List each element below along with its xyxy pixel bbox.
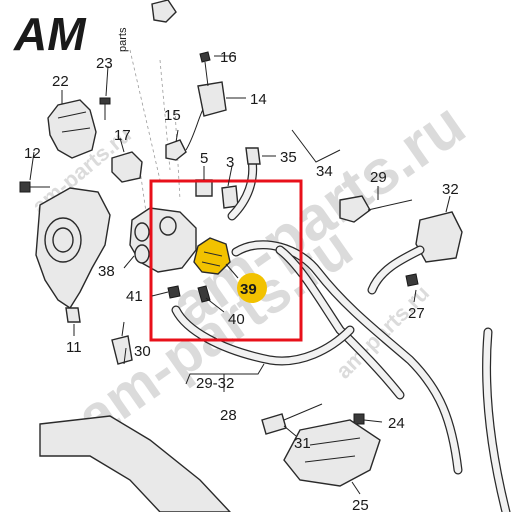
part-31-tie bbox=[261, 413, 287, 435]
part-24-nut bbox=[353, 413, 365, 425]
part-38-terminal-b bbox=[134, 244, 150, 264]
leader-lines bbox=[29, 55, 451, 495]
callout-23: 23 bbox=[96, 55, 113, 72]
callout-14: 14 bbox=[250, 91, 267, 108]
callout-39: 39 bbox=[240, 281, 257, 298]
part-17-clip bbox=[111, 151, 143, 183]
part-3-bracket bbox=[221, 185, 239, 209]
callout-30: 30 bbox=[134, 343, 151, 360]
callout-17: 17 bbox=[114, 127, 131, 144]
callout-22: 22 bbox=[52, 73, 69, 90]
part-22-detail bbox=[57, 111, 91, 133]
part-11-tab bbox=[65, 307, 81, 323]
callout-29: 29 bbox=[370, 169, 387, 186]
callout-29-32: 29-32 bbox=[196, 375, 234, 392]
part-38-terminal-a bbox=[134, 222, 150, 242]
bracket-29-32 bbox=[185, 363, 265, 392]
part-top-stud bbox=[151, 0, 177, 23]
part-29-strap bbox=[367, 199, 413, 211]
callout-16: 16 bbox=[220, 49, 237, 66]
part-31-strap bbox=[283, 403, 323, 421]
part-32-box bbox=[415, 211, 463, 263]
part-25-detail bbox=[304, 437, 361, 463]
callout-38: 38 bbox=[98, 263, 115, 280]
callout-3: 3 bbox=[226, 154, 234, 171]
part-12-bolt bbox=[19, 181, 31, 193]
callout-27: 27 bbox=[408, 305, 425, 322]
part-16-nut bbox=[199, 51, 211, 63]
part-16-stud bbox=[204, 61, 209, 87]
part-housing-bore-inner bbox=[52, 227, 74, 253]
callout-5: 5 bbox=[200, 150, 208, 167]
part-22-bracket bbox=[47, 99, 97, 159]
cable-32-core bbox=[368, 246, 424, 294]
part-40-bolt bbox=[197, 285, 211, 303]
callout-32: 32 bbox=[442, 181, 459, 198]
cable-34-core bbox=[228, 156, 256, 220]
logo-text: AM bbox=[13, 8, 87, 60]
callout-41: 41 bbox=[126, 288, 143, 305]
part-41-bolt bbox=[167, 285, 181, 299]
am-parts-logo: AM parts bbox=[13, 8, 129, 60]
part-15-connector bbox=[165, 139, 187, 161]
callout-25: 25 bbox=[352, 497, 369, 512]
part-35-lug bbox=[245, 147, 261, 165]
pipe-right-core bbox=[483, 328, 510, 512]
callout-11: 11 bbox=[66, 339, 82, 356]
callout-31: 31 bbox=[294, 435, 311, 452]
callout-12: 12 bbox=[24, 145, 41, 162]
guide-line bbox=[129, 49, 181, 241]
callout-28: 28 bbox=[220, 407, 237, 424]
part-27-bolt bbox=[405, 273, 419, 287]
part-frame-rail bbox=[39, 415, 231, 512]
part-23-bolt bbox=[99, 97, 111, 105]
logo-subtext: parts bbox=[117, 27, 129, 52]
part-14-relay bbox=[197, 81, 227, 117]
callout-34: 34 bbox=[316, 163, 333, 180]
callout-15: 15 bbox=[164, 107, 181, 124]
part-29-clip bbox=[339, 195, 371, 223]
part-30-connector bbox=[111, 335, 133, 365]
cable-40-core bbox=[172, 306, 354, 365]
highlight-box bbox=[149, 179, 303, 342]
part-30-wire bbox=[121, 321, 125, 337]
cable-secondary-core bbox=[276, 246, 404, 399]
bracket-34 bbox=[291, 129, 341, 163]
part-15-wire bbox=[185, 104, 206, 151]
callout-24: 24 bbox=[388, 415, 405, 432]
callout-35: 35 bbox=[280, 149, 297, 166]
callout-40: 40 bbox=[228, 311, 245, 328]
callout-39-badge bbox=[237, 273, 267, 303]
part-25-bracket bbox=[283, 419, 381, 487]
part-39-detail bbox=[201, 251, 223, 267]
part-38-terminal-c bbox=[159, 216, 177, 236]
part-39-highlighted bbox=[193, 237, 231, 275]
